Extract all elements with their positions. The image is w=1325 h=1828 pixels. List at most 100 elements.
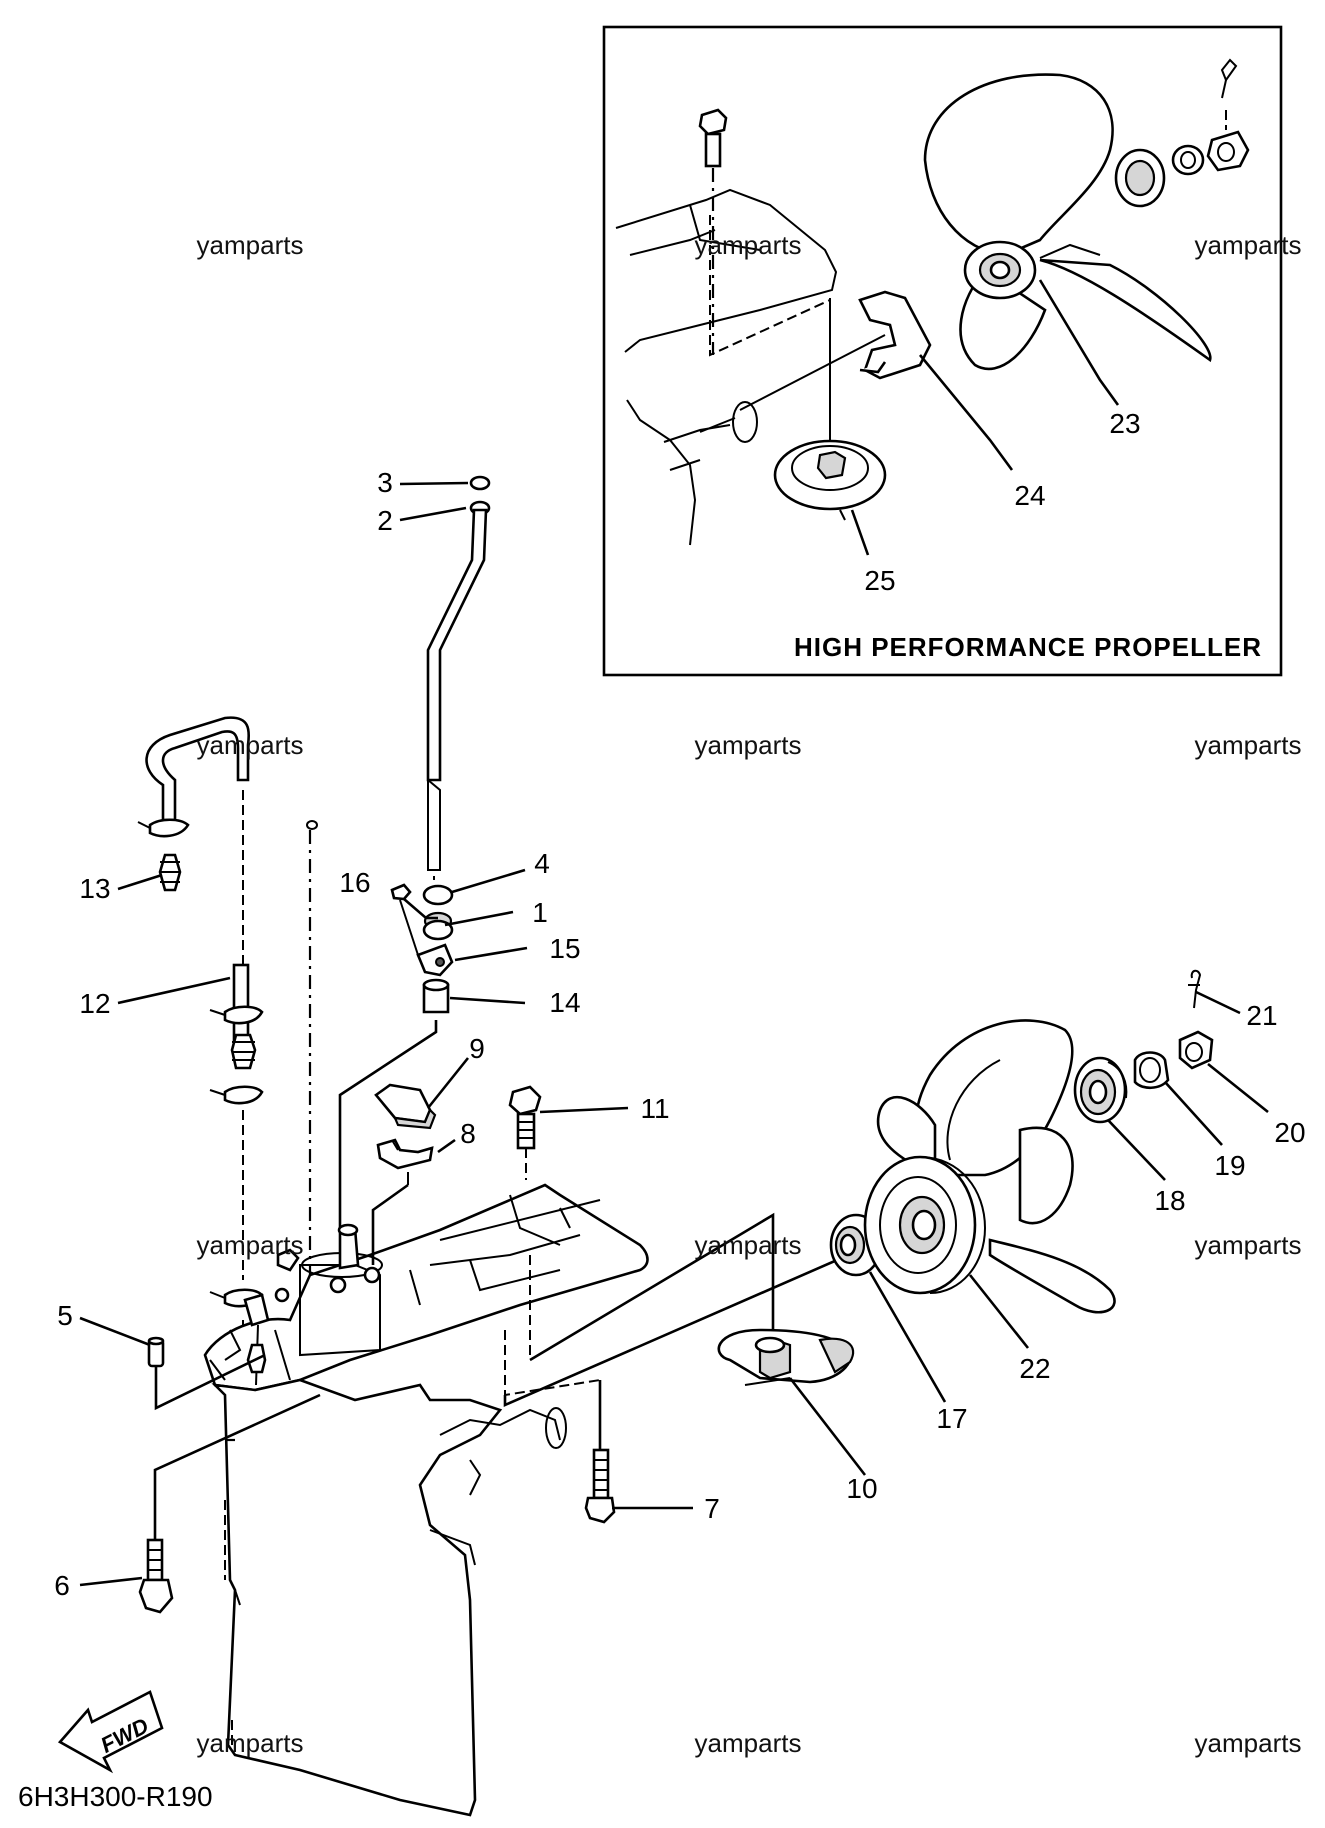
fwd-arrow-icon: FWD bbox=[57, 1690, 164, 1774]
watermark: yamparts bbox=[695, 730, 802, 760]
label-8: 8 bbox=[460, 1118, 476, 1149]
inset-gearcase-outline bbox=[615, 188, 838, 546]
watermark: yamparts bbox=[1195, 1230, 1302, 1260]
inset-propeller-part-23 bbox=[923, 73, 1212, 371]
inset-frame bbox=[602, 25, 1283, 677]
leader-8 bbox=[437, 1138, 456, 1154]
leader-1 bbox=[444, 910, 514, 927]
watermark: yamparts bbox=[1195, 730, 1302, 760]
label-11: 11 bbox=[640, 1093, 669, 1124]
label-4: 4 bbox=[534, 848, 550, 879]
label-1: 1 bbox=[532, 897, 548, 928]
part-7-bolt bbox=[584, 1448, 616, 1524]
label-22: 22 bbox=[1019, 1353, 1050, 1384]
part-5-pin bbox=[147, 1336, 165, 1368]
leader-13 bbox=[117, 873, 163, 891]
leader-24 bbox=[918, 354, 1014, 471]
hose bbox=[145, 716, 251, 822]
label-16: 16 bbox=[339, 867, 370, 898]
part-10-anode bbox=[717, 1328, 855, 1386]
lower-casing bbox=[203, 1183, 649, 1392]
leader-12 bbox=[117, 976, 231, 1005]
label-21: 21 bbox=[1246, 1000, 1277, 1031]
leader-22 bbox=[968, 1274, 1030, 1349]
part-9-cover bbox=[374, 1083, 432, 1124]
label-25: 25 bbox=[864, 565, 895, 596]
assembly-lines bbox=[153, 1183, 861, 1540]
shift-rod-assembly bbox=[426, 475, 491, 880]
leader-2 bbox=[399, 506, 467, 522]
leader-21 bbox=[1195, 990, 1241, 1015]
label-5: 5 bbox=[57, 1300, 73, 1331]
inset-anode-part-25 bbox=[773, 298, 887, 521]
watermark: yamparts bbox=[197, 230, 304, 260]
label-14: 14 bbox=[549, 987, 580, 1018]
part-21-cotter-pin bbox=[1190, 969, 1202, 1009]
label-20: 20 bbox=[1274, 1117, 1305, 1148]
water-tube-assembly bbox=[137, 716, 264, 1345]
part-15-bracket bbox=[416, 943, 454, 977]
inset-spacer-part-24 bbox=[739, 290, 932, 411]
leader-11 bbox=[539, 1106, 629, 1114]
leader-4 bbox=[451, 868, 526, 894]
label-19: 19 bbox=[1214, 1150, 1245, 1181]
watermark: yamparts bbox=[197, 1728, 304, 1758]
part-6-bolt bbox=[138, 1538, 174, 1614]
gearcase-body bbox=[211, 1378, 503, 1817]
label-9: 9 bbox=[469, 1033, 485, 1064]
part-4-washer bbox=[422, 884, 454, 906]
leader-lines bbox=[79, 481, 1269, 1587]
label-24: 24 bbox=[1014, 480, 1045, 511]
inset-bolt bbox=[698, 108, 728, 355]
label-10: 10 bbox=[846, 1473, 877, 1504]
leader-15 bbox=[454, 946, 528, 962]
leader-10 bbox=[788, 1377, 867, 1476]
leader-18 bbox=[1107, 1119, 1166, 1181]
part-11-bolt bbox=[508, 1085, 542, 1180]
part-16-screw bbox=[390, 883, 412, 901]
leader-6 bbox=[79, 1576, 143, 1587]
label-18: 18 bbox=[1154, 1185, 1185, 1216]
leader-20 bbox=[1207, 1062, 1269, 1114]
diagram-code: 6H3H300-R190 bbox=[18, 1781, 213, 1812]
part-8-plate bbox=[376, 1138, 434, 1170]
watermark: yamparts bbox=[1195, 230, 1302, 260]
label-7: 7 bbox=[704, 1493, 720, 1524]
leader-16 bbox=[403, 898, 438, 920]
leader-14 bbox=[449, 996, 526, 1005]
label-15: 15 bbox=[549, 933, 580, 964]
label-2: 2 bbox=[377, 505, 393, 536]
part-20-nut bbox=[1178, 1030, 1214, 1070]
watermarks: yamparts yamparts yamparts yamparts yamp… bbox=[197, 230, 1302, 1758]
watermark: yamparts bbox=[197, 730, 304, 760]
part-22-propeller bbox=[863, 1019, 1116, 1314]
parts-8-9 bbox=[374, 1083, 437, 1185]
watermark: yamparts bbox=[695, 1230, 802, 1260]
watermark: yamparts bbox=[695, 1728, 802, 1758]
leader-23 bbox=[1038, 279, 1120, 406]
shift-rod-hardware bbox=[338, 883, 454, 1230]
inset-title: HIGH PERFORMANCE PROPELLER bbox=[794, 632, 1262, 662]
leader-3 bbox=[399, 481, 469, 486]
gearcase-details bbox=[224, 1407, 567, 1745]
label-6: 6 bbox=[54, 1570, 70, 1601]
label-17: 17 bbox=[936, 1403, 967, 1434]
hose-clamp-upper bbox=[148, 818, 190, 838]
watermark: yamparts bbox=[1195, 1728, 1302, 1758]
leader-19 bbox=[1164, 1081, 1223, 1146]
inset-propeller-hardware bbox=[1114, 58, 1250, 208]
propeller-hardware bbox=[1073, 969, 1214, 1124]
leader-5 bbox=[79, 1316, 151, 1347]
part-1-grommet bbox=[422, 919, 454, 941]
label-12: 12 bbox=[79, 988, 110, 1019]
leader-9 bbox=[426, 1057, 470, 1109]
watermark: yamparts bbox=[695, 230, 802, 260]
leader-25 bbox=[850, 509, 870, 556]
leader-17 bbox=[868, 1271, 947, 1403]
washer-part-3 bbox=[469, 475, 491, 491]
part-number-labels: 1 2 3 4 5 6 7 8 9 10 11 12 13 14 15 16 1… bbox=[54, 408, 1305, 1601]
label-13: 13 bbox=[79, 873, 110, 904]
inset-high-performance-propeller: HIGH PERFORMANCE PROPELLER bbox=[602, 25, 1283, 677]
gearcase-top-plate bbox=[203, 1183, 649, 1392]
